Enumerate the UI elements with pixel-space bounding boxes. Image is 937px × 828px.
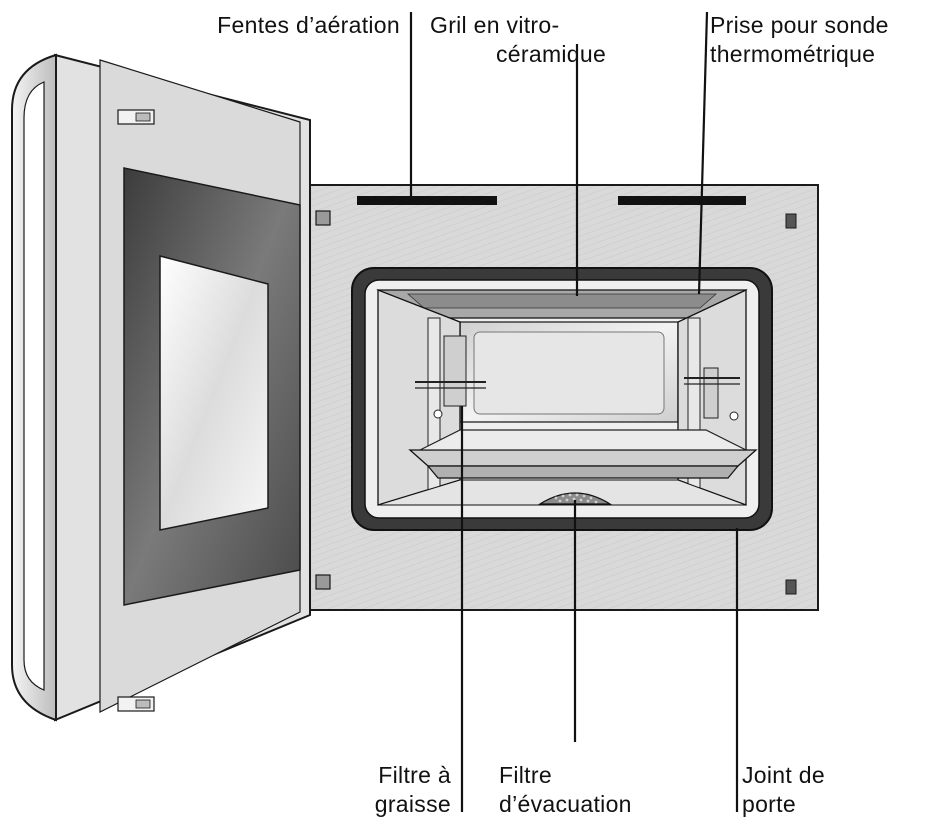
oven-door bbox=[11, 53, 311, 722]
label-grease-filter: Filtre à graisse bbox=[375, 761, 451, 819]
label-probe-socket: Prise pour sonde thermométrique bbox=[710, 11, 889, 69]
label-grill-line1: Gril en vitro- bbox=[430, 12, 560, 38]
label-exhaust-line2: d’évacuation bbox=[499, 791, 632, 817]
label-door-seal: Joint de porte bbox=[742, 761, 825, 819]
vent-slot-left bbox=[357, 196, 497, 205]
label-grill-line2: céramique bbox=[496, 41, 607, 67]
baking-tray bbox=[408, 429, 758, 479]
label-ceramic-grill: Gril en vitro- céramique bbox=[430, 11, 606, 69]
vent-slot-right bbox=[618, 196, 746, 205]
ceramic-grill bbox=[406, 293, 718, 309]
oven-cavity bbox=[351, 267, 773, 531]
leader-lines bbox=[409, 11, 739, 812]
label-probe-line2: thermométrique bbox=[710, 41, 876, 67]
label-exhaust-line1: Filtre bbox=[499, 762, 552, 788]
label-seal-line2: porte bbox=[742, 791, 796, 817]
label-seal-line1: Joint de bbox=[742, 762, 825, 788]
leader-probe bbox=[697, 11, 709, 295]
label-exhaust-filter: Filtre d’évacuation bbox=[499, 761, 632, 819]
label-vent-slots: Fentes d’aération bbox=[217, 11, 400, 40]
label-grease-line2: graisse bbox=[374, 791, 451, 817]
door-window-glass bbox=[159, 255, 269, 531]
label-probe-line1: Prise pour sonde bbox=[710, 12, 889, 38]
exhaust-filter bbox=[537, 492, 613, 505]
label-vent-slots-text: Fentes d’aération bbox=[217, 12, 400, 38]
label-grease-line1: Filtre à bbox=[378, 762, 451, 788]
